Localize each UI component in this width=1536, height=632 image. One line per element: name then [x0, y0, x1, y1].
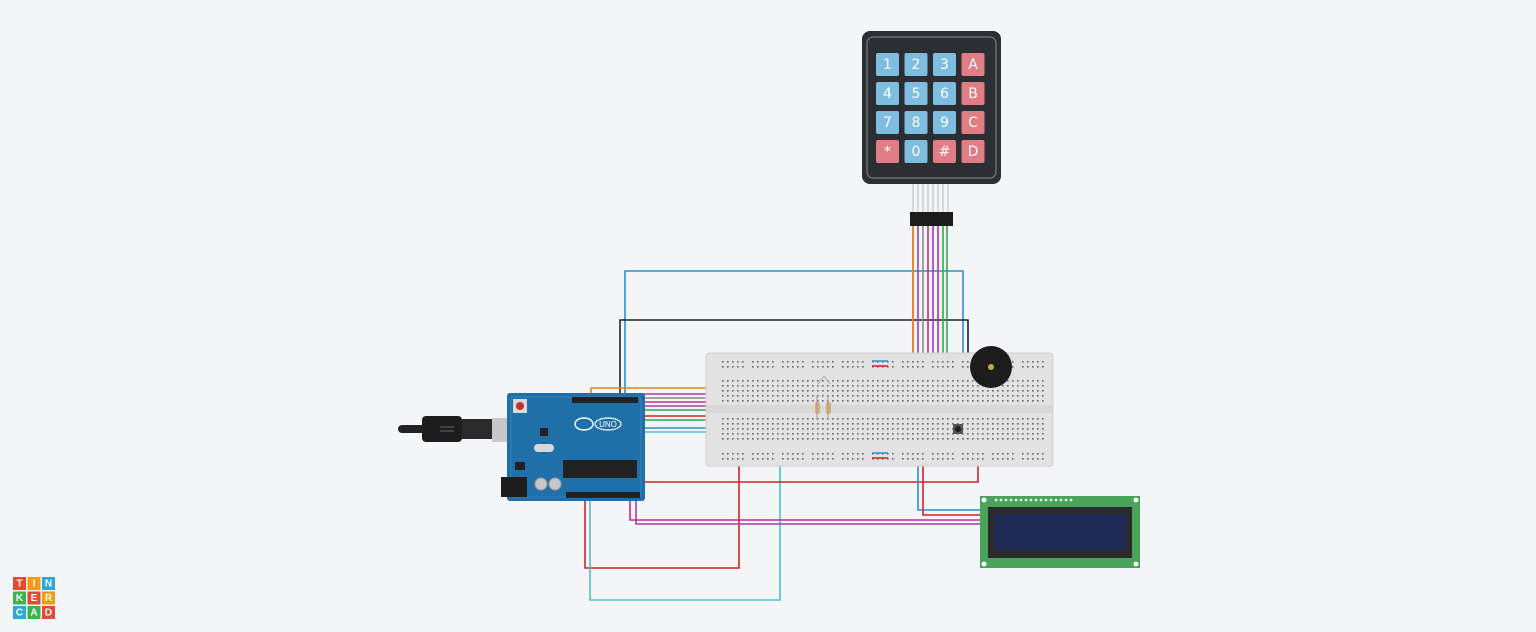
- keypad-key-label: 4: [883, 86, 892, 102]
- logo-letter: N: [42, 577, 55, 590]
- keypad-key[interactable]: B: [961, 82, 985, 105]
- lcd-16x2[interactable]: [980, 496, 1140, 568]
- power-jack[interactable]: [501, 477, 527, 497]
- keypad-key-label: 9: [940, 115, 949, 131]
- svg-text:C: C: [16, 608, 23, 619]
- keypad-key-label: 7: [883, 115, 892, 131]
- keypad-key[interactable]: 1: [876, 53, 899, 76]
- keypad-key[interactable]: 5: [904, 82, 928, 105]
- keypad-key-label: 8: [912, 115, 921, 131]
- svg-text:T: T: [16, 579, 22, 590]
- led[interactable]: [817, 375, 831, 385]
- svg-text:D: D: [45, 608, 52, 619]
- capacitor-1: [534, 477, 548, 491]
- keypad-key[interactable]: 3: [933, 53, 956, 76]
- logo-letter: T: [13, 577, 26, 590]
- keypad-key-label: *: [884, 144, 891, 160]
- wire-red-gnd[interactable]: [584, 460, 740, 569]
- keypad-key-label: 1: [883, 57, 892, 73]
- wire-blue-top[interactable]: [624, 270, 964, 408]
- usb-chip: [540, 428, 548, 436]
- wire-red-lcd[interactable]: [922, 452, 986, 516]
- keypad-keys: 1 2 3 A 4 5 6 B 7 8 9 C * 0 # D: [876, 53, 985, 163]
- digital-header: [572, 397, 638, 403]
- atmega-chip: [563, 460, 637, 478]
- board-label: UNO: [599, 420, 617, 429]
- logo-letter: R: [42, 591, 55, 605]
- keypad-key[interactable]: 0: [904, 140, 928, 163]
- keypad-key-label: 3: [940, 57, 949, 73]
- keypad-key-label: 6: [940, 86, 949, 102]
- resistor-1[interactable]: [815, 396, 820, 420]
- keypad-ribbon: [910, 184, 953, 226]
- keypad-key-label: D: [968, 144, 979, 160]
- keypad-key[interactable]: 9: [933, 111, 956, 134]
- wire-magenta-lcd[interactable]: [629, 498, 986, 521]
- push-button[interactable]: [953, 424, 963, 434]
- keypad-key[interactable]: D: [961, 140, 985, 163]
- keypad-key[interactable]: 6: [933, 82, 956, 105]
- svg-text:R: R: [45, 593, 53, 604]
- keypad-key-label: A: [968, 57, 978, 73]
- keypad-4x4[interactable]: 1 2 3 A 4 5 6 B 7 8 9 C * 0 # D: [862, 31, 1001, 226]
- keypad-key[interactable]: 7: [876, 111, 899, 134]
- logo-letter: D: [42, 606, 55, 619]
- crystal: [534, 444, 554, 452]
- svg-text:K: K: [16, 593, 24, 604]
- keypad-key[interactable]: 2: [904, 53, 928, 76]
- logo-letter: E: [27, 591, 41, 605]
- capacitor-2: [548, 477, 562, 491]
- keypad-key[interactable]: *: [876, 140, 899, 163]
- logo-letter: I: [27, 577, 41, 590]
- keypad-key[interactable]: A: [961, 53, 985, 76]
- wire-cyan-bottom[interactable]: [589, 456, 781, 601]
- wire-blue-lcd[interactable]: [917, 452, 986, 511]
- keypad-key-label: B: [968, 86, 978, 102]
- keypad-key-label: #: [939, 144, 951, 160]
- voltage-regulator: [515, 462, 525, 470]
- resistor-2[interactable]: [826, 396, 831, 420]
- keypad-key[interactable]: 8: [904, 111, 928, 134]
- keypad-key-label: C: [968, 115, 978, 131]
- piezo-buzzer[interactable]: [970, 346, 1012, 388]
- keypad-key[interactable]: #: [933, 140, 956, 163]
- breadboard-holes: [722, 361, 1044, 460]
- svg-text:A: A: [30, 608, 37, 619]
- lcd-header-pins: [994, 498, 1073, 502]
- wire-purple-lcd[interactable]: [635, 498, 986, 525]
- svg-text:E: E: [31, 593, 38, 604]
- analog-header: [566, 492, 640, 498]
- keypad-key[interactable]: C: [961, 111, 985, 134]
- keypad-key-label: 5: [912, 86, 921, 102]
- svg-text:I: I: [33, 579, 36, 590]
- keypad-key[interactable]: 4: [876, 82, 899, 105]
- logo-letter: C: [13, 606, 26, 619]
- lcd-screen: [994, 514, 1126, 550]
- breadboard[interactable]: [705, 352, 1054, 467]
- keypad-key-label: 2: [912, 57, 921, 73]
- logo-letter: A: [27, 606, 41, 619]
- arduino-logo: UNO: [574, 417, 622, 431]
- arduino-uno[interactable]: UNO: [501, 393, 645, 501]
- svg-text:N: N: [45, 579, 52, 590]
- logo-letter: K: [13, 591, 26, 605]
- keypad-key-label: 0: [912, 144, 921, 160]
